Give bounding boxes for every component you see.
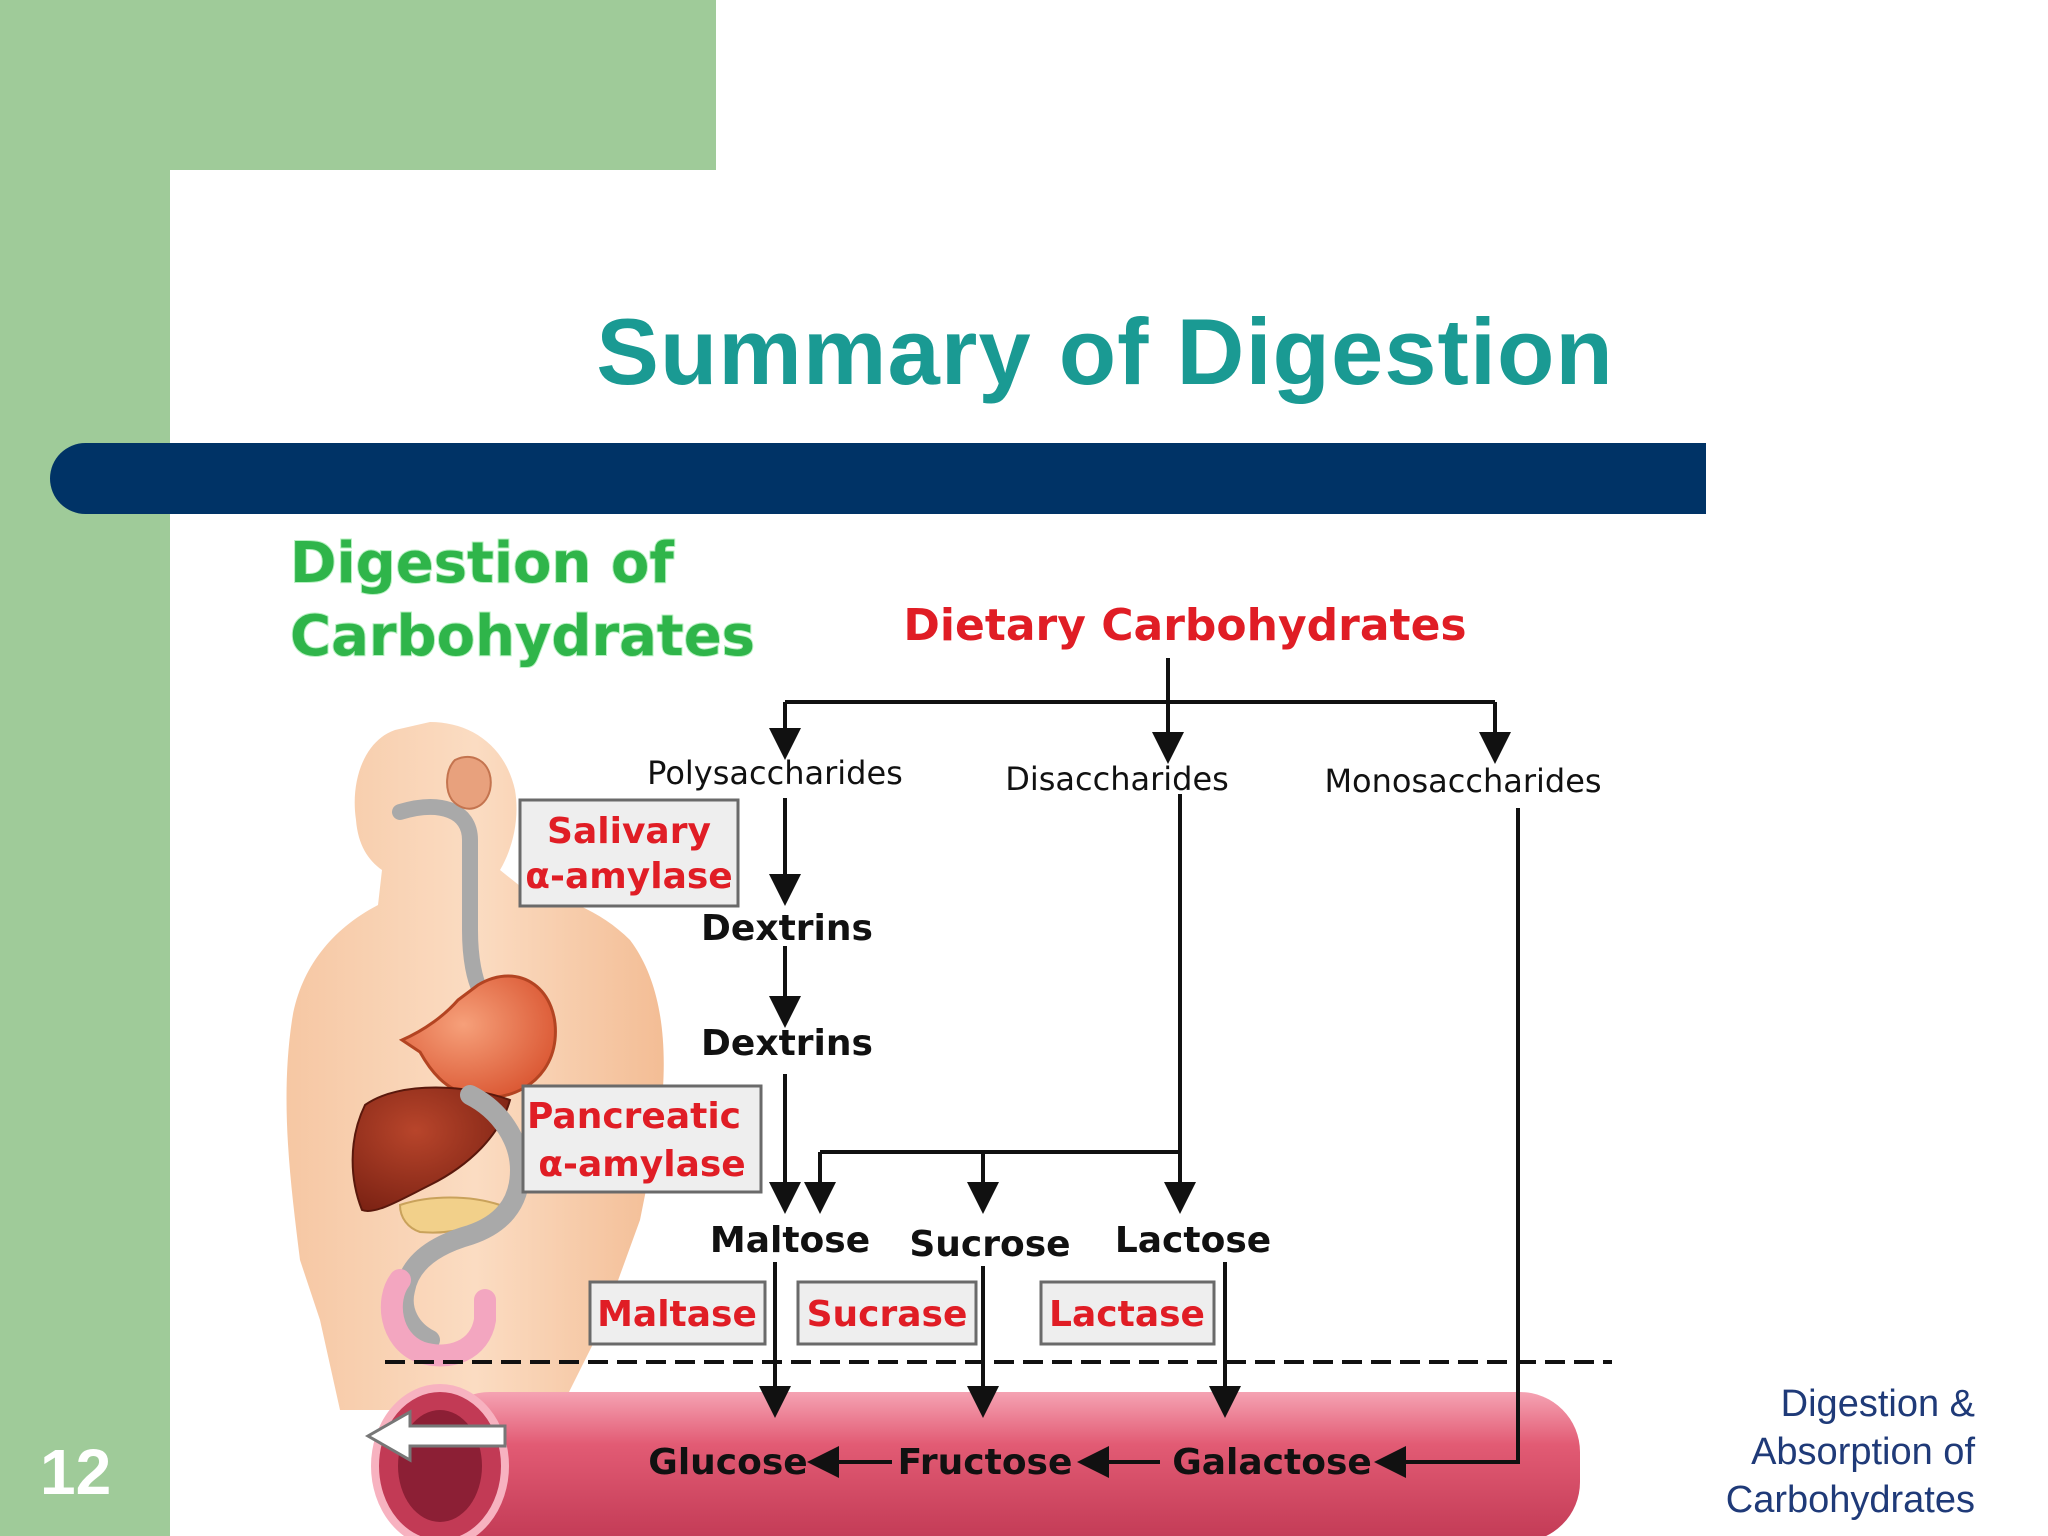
sidebar-left-band <box>0 0 170 1536</box>
blood-vessel-body <box>430 1392 1580 1536</box>
monosaccharides-label: Monosaccharides <box>1324 762 1601 800</box>
maltose-label: Maltose <box>710 1220 870 1261</box>
illustration-title-line-1: Digestion of <box>290 531 674 596</box>
enzyme-box <box>796 1280 978 1346</box>
sucrose-label: Sucrose <box>909 1224 1070 1265</box>
footer-caption-line-3: Carbohydrates <box>1725 1479 1975 1521</box>
sucrase-label: Sucrase <box>807 1294 968 1335</box>
slide-title: Summary of Digestion <box>596 299 1614 404</box>
enzyme-lactase: Lactase <box>1039 1280 1216 1346</box>
page-number: 12 <box>40 1436 112 1508</box>
enzyme-salivary-amylase: Salivary α-amylase <box>518 798 740 908</box>
footer-caption-line-2: Absorption of <box>1751 1431 1975 1473</box>
bloodflow-arrow-icon <box>364 1409 507 1463</box>
lactase-label: Lactase <box>1049 1294 1205 1335</box>
monosaccharides-down-line <box>1393 808 1520 1464</box>
dextrins-label-1: Dextrins <box>701 908 873 949</box>
blood-vessel <box>364 1384 1580 1536</box>
salivary-label-line-2: α-amylase <box>525 856 732 897</box>
footer-caption: Digestion & Absorption of Carbohydrates <box>1640 1380 1975 1524</box>
enzyme-sucrase: Sucrase <box>796 1280 978 1346</box>
disaccharides-label: Disaccharides <box>1005 760 1229 798</box>
esophagus <box>392 799 488 998</box>
flow-lines <box>759 658 1520 1478</box>
pancreatic-label-line-2: α-amylase <box>538 1144 745 1185</box>
salivary-gland <box>446 755 492 810</box>
salivary-label-line-1: Salivary <box>547 811 711 852</box>
galactose-label: Galactose <box>1172 1442 1372 1483</box>
footer-caption-line-1: Digestion & <box>1780 1383 1975 1425</box>
enzyme-box <box>521 1084 763 1194</box>
intestine <box>393 1085 531 1350</box>
enzyme-box <box>518 798 740 908</box>
lactose-label: Lactose <box>1115 1220 1271 1261</box>
pancreatic-label-line-1: Pancreatic <box>527 1096 741 1137</box>
fructose-label: Fructose <box>898 1442 1073 1483</box>
enzyme-maltase: Maltase <box>588 1280 767 1346</box>
glucose-label: Glucose <box>648 1442 807 1483</box>
enzyme-pancreatic-amylase: Pancreatic α-amylase <box>521 1084 763 1194</box>
enzyme-box <box>1039 1280 1216 1346</box>
dextrins-label-2: Dextrins <box>701 1023 873 1064</box>
illustration-title-line-2: Carbohydrates <box>290 604 755 669</box>
dietary-carbohydrates-label: Dietary Carbohydrates <box>903 600 1466 651</box>
colon <box>380 1269 496 1367</box>
maltase-label: Maltase <box>597 1294 757 1335</box>
enzyme-box <box>588 1280 767 1346</box>
polysaccharides-label: Polysaccharides <box>647 754 903 792</box>
title-underline-bar <box>50 443 1706 514</box>
liver <box>351 1086 512 1212</box>
anatomy-illustration <box>286 722 664 1410</box>
